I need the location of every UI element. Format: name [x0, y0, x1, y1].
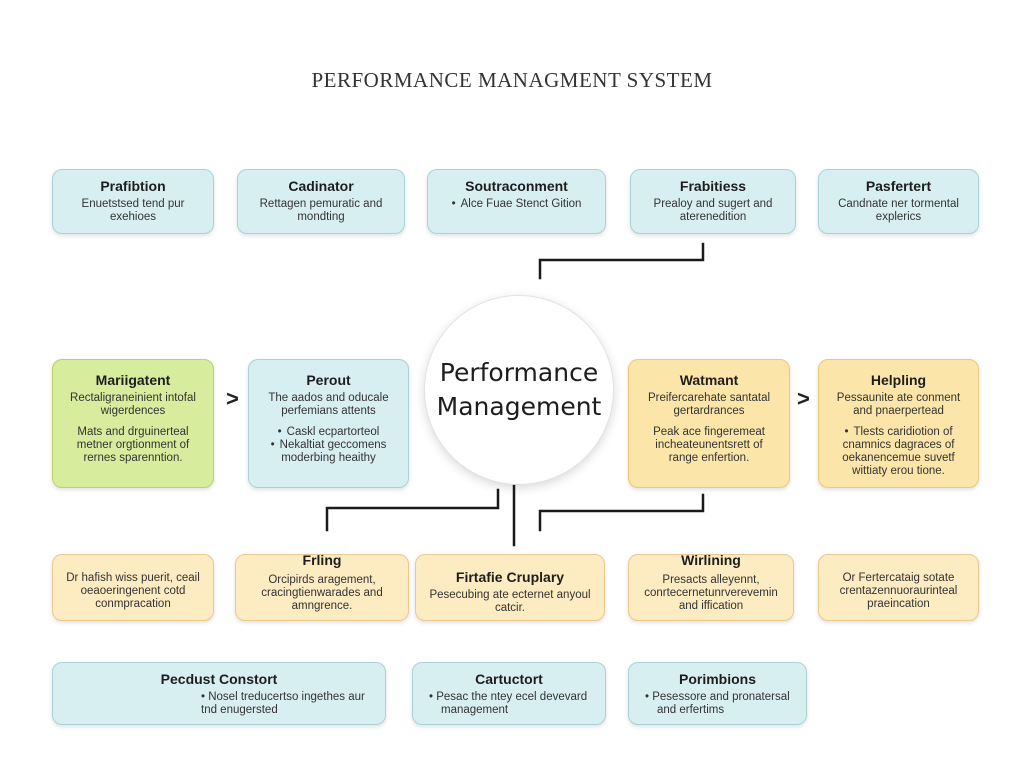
- box-title: Perout: [306, 372, 351, 388]
- last-box-1: Pecdust Constort • Nosel treducertso ing…: [52, 662, 386, 725]
- box-bullet: Tlests caridiotion of cnamnics dagraces …: [829, 426, 968, 478]
- box-text: Candnate ner tormental explerics: [838, 198, 959, 223]
- chevron-right-icon: >: [226, 386, 239, 411]
- box-bullet: Caskl ecpartorteol: [259, 426, 398, 439]
- box-text: Pessaunite ate conment and pnaerpertead: [836, 392, 961, 417]
- top-box-5: Pasfertert Candnate ner tormental expler…: [818, 169, 979, 234]
- box-title: Frabitiess: [679, 178, 747, 194]
- box-title: Soutraconment: [465, 178, 568, 194]
- top-box-2: Cadinator Rettagen pemuratic and mondtin…: [237, 169, 405, 234]
- box-bullet: • Nosel treducertso ingethes aur: [201, 691, 365, 703]
- bottom-box-4: Wirlining Presacts alleyennt, conrtecern…: [628, 552, 794, 621]
- box-title: Firtafie Cruplary: [455, 569, 565, 585]
- connector-right: [538, 493, 705, 532]
- connector-left: [325, 488, 500, 532]
- box-bullet-cont: and erfertims: [657, 704, 725, 716]
- box-text: Dr hafish wiss puerit, ceail oeaoeringen…: [66, 572, 200, 610]
- chevron-right-icon: >: [797, 386, 810, 411]
- box-title: Mariigatent: [95, 372, 171, 388]
- box-bullet: Nekaltiat geccomens moderbing heaithy: [259, 439, 398, 465]
- box-title: Pasfertert: [865, 178, 932, 194]
- box-bullet-cont: management: [441, 704, 509, 716]
- hub-line-2: Management: [436, 392, 602, 421]
- box-text: Prealoy and sugert and aterenedition: [653, 198, 773, 223]
- box-bullet: Alce Fuae Stenct Gition: [438, 198, 595, 211]
- box-text: Or Fertercataig sotate crentazennuorauri…: [839, 572, 958, 610]
- box-title: Wirlining: [681, 552, 741, 568]
- bottom-box-1: Dr hafish wiss puerit, ceail oeaoeringen…: [52, 554, 214, 621]
- last-box-2: Cartuctort • Pesac the ntey ecel devevar…: [412, 662, 606, 725]
- last-box-3: Porimbions • Pesessore and pronatersal a…: [628, 662, 807, 725]
- middle-box-3: Watmant Preifercarehate santatal gertard…: [628, 359, 790, 488]
- box-text: Rettagen pemuratic and mondting: [259, 198, 383, 223]
- box-title: Porimbions: [678, 671, 756, 687]
- box-text-secondary: Mats and drguinerteal metner orgtionment…: [76, 426, 190, 464]
- top-box-4: Frabitiess Prealoy and sugert and ateren…: [630, 169, 796, 234]
- box-text: Presacts alleyennt, conrtecernetunrverev…: [644, 574, 778, 612]
- box-text: Enuetstsed tend pur exehioes: [81, 198, 185, 223]
- middle-box-2: Perout The aados and oducale perfemians …: [248, 359, 409, 488]
- box-bullet-cont: tnd enugersted: [201, 704, 278, 716]
- bottom-box-2: Frling Orcipirds aragement, cracingtienw…: [235, 552, 409, 621]
- box-text: Rectaligraneinient intofal wigerdences: [70, 392, 196, 417]
- top-box-1: Prafibtion Enuetstsed tend pur exehioes: [52, 169, 214, 234]
- central-hub: Performance Management: [424, 295, 614, 485]
- bottom-box-5: Or Fertercataig sotate crentazennuorauri…: [818, 554, 979, 621]
- box-title: Pecdust Constort: [160, 671, 278, 687]
- box-title: Frling: [302, 552, 342, 568]
- connector-top: [538, 242, 705, 280]
- box-bullet: • Pesac the ntey ecel devevard: [429, 691, 588, 703]
- top-box-3: Soutraconment Alce Fuae Stenct Gition: [427, 169, 606, 234]
- bottom-box-3: Firtafie Cruplary Pesecubing ate ecterne…: [415, 554, 605, 621]
- box-title: Cadinator: [288, 178, 354, 194]
- box-title: Prafibtion: [100, 178, 166, 194]
- hub-line-1: Performance: [439, 358, 599, 387]
- box-text: Pesecubing ate ecternet anyoul catcir.: [429, 589, 591, 614]
- middle-box-4: Helpling Pessaunite ate conment and pnae…: [818, 359, 979, 488]
- box-bullet: • Pesessore and pronatersal: [645, 691, 790, 703]
- box-text-secondary: Peak ace fingeremeat incheateunentsrett …: [653, 426, 765, 464]
- box-text: The aados and oducale perfemians attents: [268, 392, 389, 417]
- middle-box-1: Mariigatent Rectaligraneinient intofal w…: [52, 359, 214, 488]
- box-title: Helpling: [870, 372, 927, 388]
- box-text: Orcipirds aragement, cracingtienwarades …: [261, 574, 383, 612]
- diagram-title: PERFORMANCE MANAGMENT SYSTEM: [311, 68, 713, 92]
- box-title: Watmant: [679, 372, 739, 388]
- box-title: Cartuctort: [475, 671, 543, 687]
- box-text: Preifercarehate santatal gertardrances: [647, 392, 771, 417]
